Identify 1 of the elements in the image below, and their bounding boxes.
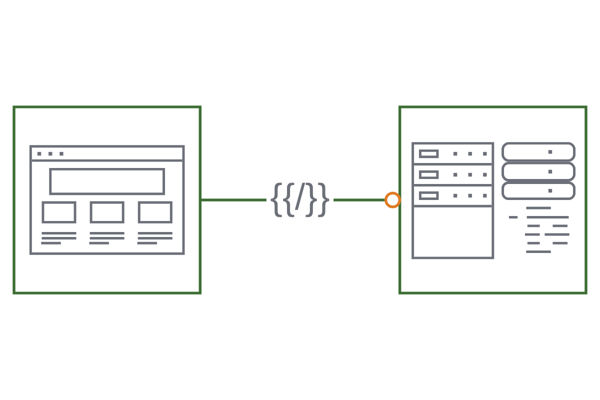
- node-text: {{/}}: [270, 176, 330, 218]
